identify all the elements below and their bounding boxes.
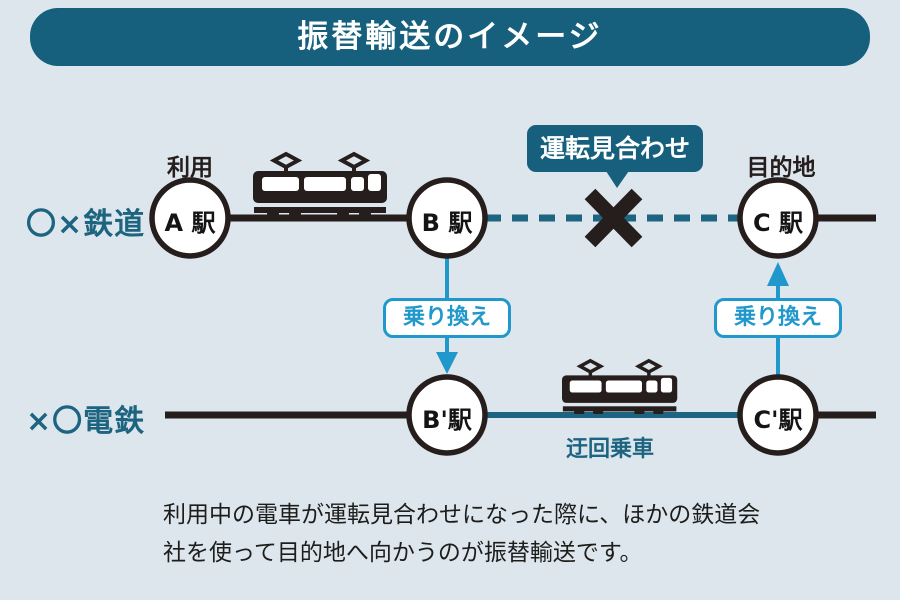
station-b-circle	[406, 177, 488, 259]
transfer-down-arrow-icon	[436, 352, 458, 374]
station-c-circle	[737, 177, 819, 259]
station-b2-label: B'駅	[422, 406, 472, 434]
title-banner: 振替輸送のイメージ	[30, 8, 870, 66]
station-b2-circle	[406, 374, 488, 456]
station-a-label: A 駅	[164, 209, 216, 237]
suspension-bubble-pointer	[604, 168, 631, 188]
station-c2-circle	[737, 374, 819, 456]
caption-line1: 利用中の電車が運転見合わせになった際に、ほかの鉄道会	[163, 502, 761, 528]
railway1-label: 〇×鉄道	[26, 207, 146, 242]
train-icon-top	[251, 152, 389, 218]
suspension-bubble: 運転見合わせ	[527, 125, 703, 172]
train-icon-bottom	[560, 359, 679, 416]
transfer-box-right: 乗り換え	[714, 298, 842, 338]
station-b-label: B 駅	[421, 209, 473, 237]
suspension-x-icon	[584, 188, 643, 248]
station-a-circle	[149, 177, 231, 259]
railway2-label: ×〇電鉄	[26, 404, 146, 439]
destination-note: 目的地	[746, 155, 816, 181]
transfer-box-left: 乗り換え	[383, 298, 511, 338]
station-c-label: C 駅	[753, 209, 803, 237]
station-c2-label: C'駅	[753, 406, 803, 434]
detour-label: 迂回乗車	[565, 437, 654, 462]
origin-note: 利用	[167, 155, 213, 181]
caption-line2: 社を使って目的地へ向かうのが振替輸送です。	[163, 540, 643, 566]
transfer-up-arrow-icon	[767, 262, 789, 286]
